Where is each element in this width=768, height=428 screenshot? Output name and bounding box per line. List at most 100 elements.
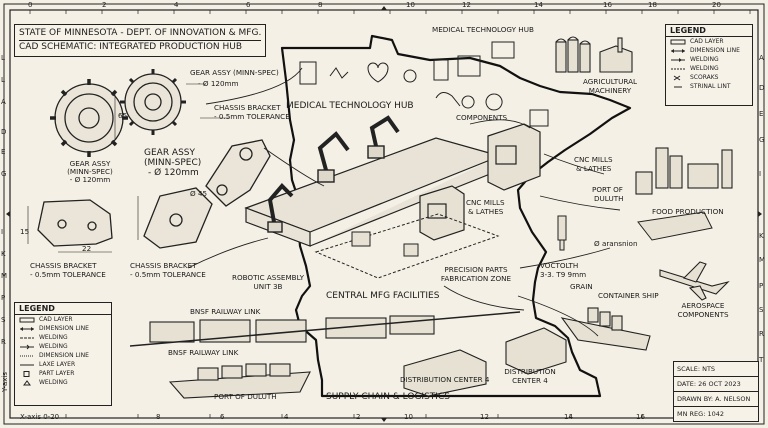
- airplane: [659, 261, 730, 301]
- precision-zone: [314, 213, 500, 279]
- label-gear-left-3: - Ø 120mm: [69, 175, 111, 184]
- ruler-right-0: A: [759, 54, 764, 62]
- ruler-bottom-8: 8: [156, 413, 161, 421]
- ruler-right-1: D: [759, 84, 765, 92]
- legend-right-item: STRINAL LINT: [666, 82, 752, 91]
- ruler-right-9: R: [759, 330, 764, 338]
- label-dist-left: DISTRIBUTION CENTER 4: [400, 375, 490, 384]
- label-dim-22: 22: [82, 244, 92, 253]
- dimension-lines: [27, 83, 230, 253]
- ruler-left-9: P: [1, 294, 6, 302]
- label-gear-mid-1: GEAR ASSY: [144, 148, 196, 158]
- welding-swatch: [671, 57, 685, 62]
- train: [129, 311, 521, 347]
- ruler-left-8: M: [1, 272, 8, 280]
- dimension-line-swatch-2: [20, 355, 34, 356]
- ruler-right-10: T: [759, 356, 764, 364]
- label-voltage-1: VOCTOLTH: [540, 261, 579, 270]
- ruler-left-11: R: [1, 338, 6, 346]
- label-chassis-tol-top: - 0.5mm TOLERANCE: [214, 112, 290, 121]
- ruler-top-12: 12: [462, 1, 471, 9]
- label-gear-dim-top: - Ø 120mm: [198, 79, 239, 88]
- drill-part: [557, 215, 567, 251]
- legend-left-item: WELDING: [15, 333, 111, 342]
- date-text: DATE: 26 OCT 2023: [674, 377, 758, 392]
- label-robotic-2: UNIT 3B: [253, 282, 283, 291]
- legend-left-item: WELDING: [15, 342, 111, 351]
- cad-layer-swatch: [19, 317, 35, 322]
- label-bnsf-top: BNSF RAILWAY LINK: [190, 307, 261, 316]
- label-dist-right-1: DISTRIBUTION: [504, 367, 556, 376]
- ruler-right-6: M: [759, 256, 766, 264]
- label-dist-right-2: CENTER 4: [512, 376, 548, 385]
- medical-icons: [299, 41, 549, 127]
- gear-top: [120, 69, 186, 135]
- ruler-right-2: E: [759, 110, 764, 118]
- label-robotic-1: ROBOTIC ASSEMBLY: [231, 273, 305, 282]
- ruler-top-4: 4: [174, 1, 179, 9]
- ruler-top-10: 10: [406, 1, 415, 9]
- label-components: COMPONENTS: [456, 113, 508, 122]
- legend-right-label: CAD LAYER: [690, 38, 724, 45]
- cad-layer-swatch: [670, 39, 686, 44]
- ruler-left-6: I: [1, 228, 4, 236]
- label-port-bottom: PORT OF DULUTH: [214, 392, 277, 401]
- aerospace-part: [637, 211, 713, 241]
- ruler-left-0: L: [1, 54, 5, 62]
- ruler-bottom-axis: X-axis 0-20: [20, 413, 60, 421]
- ruler-bottom-2: 2: [356, 413, 361, 421]
- ruler-top-18: 18: [648, 1, 657, 9]
- label-chassis-mid-2: - 0.5mm TOLERANCE: [130, 270, 206, 279]
- ruler-top-2: 2: [102, 1, 107, 9]
- legend-left-item: DIMENSION LINE: [15, 351, 111, 360]
- label-med-hub-mid: MEDICAL TECHNOLOGY HUB: [286, 101, 414, 111]
- registration-text: MN REG: 1042: [677, 410, 724, 418]
- legend-right-label: WELDING: [690, 56, 719, 63]
- label-aero-2: COMPONENTS: [677, 310, 729, 319]
- warehouses: [403, 327, 567, 397]
- connector-arrows: [187, 67, 621, 337]
- title-line-2: CAD SCHEMATIC: INTEGRATED PRODUCTION HUB: [19, 40, 262, 54]
- legend-left-title: LEGEND: [15, 303, 111, 315]
- legend-right: LEGEND CAD LAYER DIMENSION LINE WELDING …: [665, 24, 753, 106]
- label-port-duluth-2: DULUTH: [594, 194, 624, 203]
- ruler-left-1: L: [1, 76, 5, 84]
- ruler-left-2: A: [1, 98, 6, 106]
- ruler-right-8: S: [759, 306, 764, 314]
- ruler-bottom-10: 10: [404, 413, 413, 421]
- label-chassis-left-2: - 0.5mm TOLERANCE: [30, 270, 106, 279]
- ruler-bottom-6: 6: [220, 413, 225, 421]
- legend-left-label: CAD LAYER: [39, 316, 73, 323]
- label-grain: GRAIN: [570, 282, 593, 291]
- legend-left-label: PART LAYER: [39, 370, 75, 377]
- label-food: FOOD PRODUCTION: [652, 207, 724, 216]
- label-chassis-top: CHASSIS BRACKET: [214, 103, 281, 112]
- ruler-bottom-14: 14: [564, 413, 573, 421]
- container-ship: [560, 307, 651, 351]
- label-med-hub-top: MEDICAL TECHNOLOGY HUB: [432, 25, 534, 34]
- label-cnc-1a: CNC MILLS: [574, 155, 613, 164]
- ruler-right-7: P: [759, 282, 764, 290]
- laxe-layer-swatch: [20, 364, 34, 365]
- gear-left: [50, 79, 128, 157]
- label-gear-left-1: GEAR ASSY: [69, 159, 111, 168]
- label-cnc-2b: & LATHES: [468, 207, 504, 216]
- ruler-bottom-12: 12: [480, 413, 489, 421]
- ruler-left-4: E: [1, 148, 6, 156]
- food-factories: [635, 147, 733, 195]
- legend-right-title: LEGEND: [666, 25, 752, 37]
- label-gear-mid-3: - Ø 120mm: [148, 168, 199, 178]
- ruler-left-axis: Y-axis: [1, 372, 9, 392]
- legend-left-item: DIMENSION LINE: [15, 324, 111, 333]
- label-dim-annot: Ø aransnion: [594, 239, 638, 248]
- legend-left-item: LAXE LAYER: [15, 360, 111, 369]
- ruler-top-20: 20: [712, 1, 721, 9]
- top-ruler-ticks: [29, 10, 751, 14]
- legend-right-item: WELDING: [666, 55, 752, 64]
- ruler-left-7: K: [1, 250, 6, 258]
- legend-right-label: WELDING: [690, 65, 719, 72]
- ruler-bottom-16: 16: [636, 413, 645, 421]
- label-precision-2: FABRICATION ZONE: [440, 274, 512, 283]
- scoraks-swatch: [673, 75, 681, 80]
- label-aero-1: AEROSPACE: [681, 301, 725, 310]
